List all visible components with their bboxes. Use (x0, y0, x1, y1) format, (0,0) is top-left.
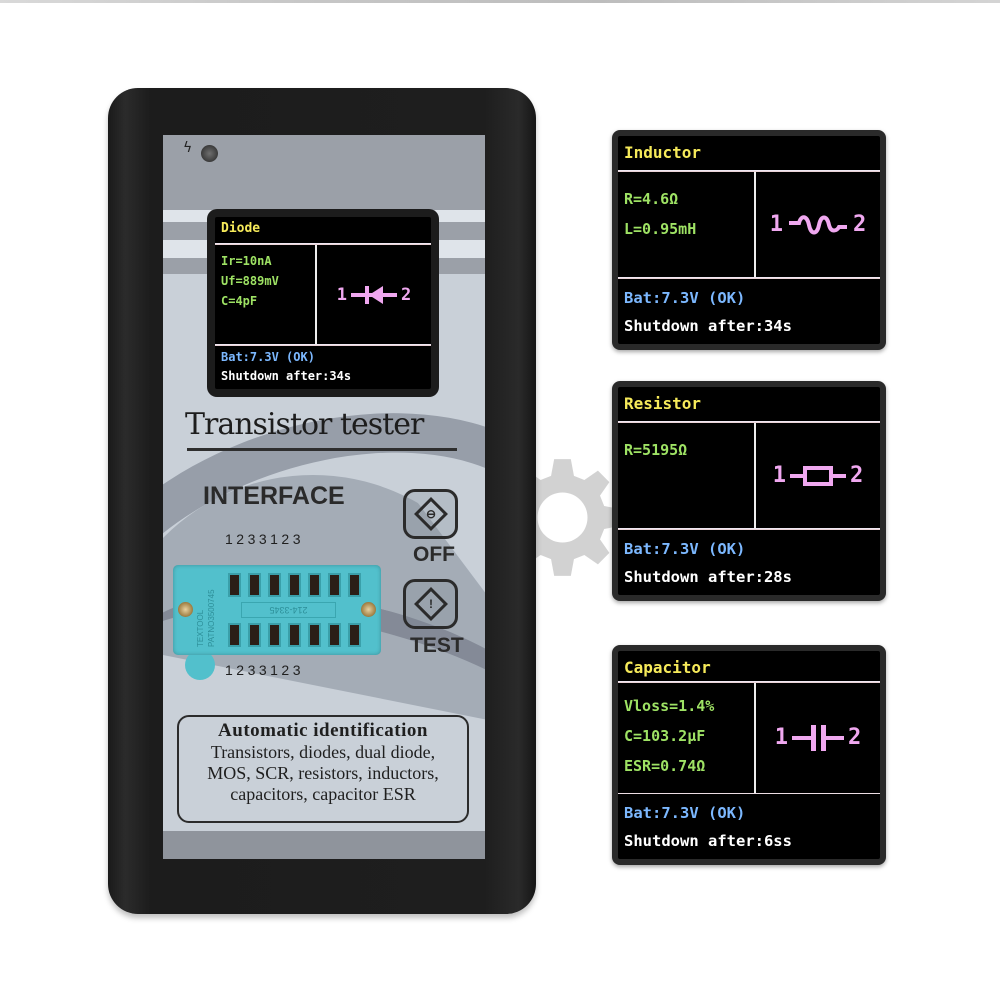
info-heading: Automatic identification (218, 720, 428, 741)
lcd-screen: Capacitor Vloss=1.4% C=103.2µF ESR=0.74Ω… (618, 651, 880, 859)
pin-2-label: 2 (850, 463, 864, 488)
measurement-values: R=5195Ω (618, 423, 754, 528)
off-button[interactable]: ⊖ (403, 489, 458, 539)
device-title: Transistor tester (185, 407, 424, 442)
screen-title: Resistor (624, 394, 702, 413)
automatic-identification-box: Automatic identification Transistors, di… (177, 715, 469, 823)
battery-status: Bat:7.3V (OK) (624, 804, 746, 822)
divider (215, 243, 431, 245)
divider (618, 681, 880, 683)
panel-bottom-band (163, 831, 485, 859)
top-edge-strip (0, 0, 1000, 3)
shutdown-timer: Shutdown after:28s (624, 568, 792, 586)
divider (618, 792, 880, 794)
socket-part-number: 214-3345 (241, 602, 336, 618)
value-uf: Uf=889mV (221, 274, 279, 288)
socket-side-text: TEXTOOL PATNO3500745 (196, 589, 216, 647)
capacitor-screen-card: Capacitor Vloss=1.4% C=103.2µF ESR=0.74Ω… (612, 645, 886, 865)
measurement-values: R=4.6Ω L=0.95mH (618, 172, 754, 277)
divider (618, 277, 880, 279)
lcd-screen: Resistor R=5195Ω 1 2 Bat:7.3V (OK) Shutd… (618, 387, 880, 595)
component-symbol: 1 2 (756, 172, 880, 277)
device-lcd-screen: Diode Ir=10nA Uf=889mV C=4pF 1 (215, 217, 431, 389)
battery-status: Bat:7.3V (OK) (624, 540, 746, 558)
pin-1-label: 1 (772, 463, 786, 488)
capacitor-symbol-icon (792, 724, 844, 751)
divider (754, 423, 756, 528)
socket-slots-bottom (228, 623, 361, 647)
status-led (201, 145, 218, 162)
test-button[interactable]: ! (403, 579, 458, 629)
divider (315, 245, 317, 344)
zif-test-socket[interactable]: TEXTOOL PATNO3500745 214-3345 (173, 565, 381, 655)
value-ir: Ir=10nA (221, 254, 272, 268)
measurement-values: Ir=10nA Uf=889mV C=4pF (215, 245, 315, 344)
value-l: L=0.95mH (624, 220, 697, 238)
screen-title: Capacitor (624, 658, 711, 677)
screw-icon (178, 602, 193, 617)
value-esr: ESR=0.74Ω (624, 756, 706, 775)
pin-labels-top: 1233123 (225, 531, 305, 547)
component-symbol: 1 2 (756, 683, 880, 793)
pin-1-label: 1 (774, 725, 788, 750)
resistor-symbol-icon (790, 465, 846, 486)
minus-in-diamond-icon: ⊖ (425, 507, 436, 521)
divider (215, 344, 431, 346)
divider (754, 682, 756, 793)
component-symbol: 1 2 (317, 245, 431, 344)
info-line: capacitors, capacitor ESR (230, 784, 416, 804)
device-front-panel: ϟ Diode Ir=10nA Uf=889mV C=4pF 1 (163, 135, 485, 859)
value-c: C=4pF (221, 294, 258, 308)
exclamation-in-diamond-icon: ! (428, 597, 433, 611)
pin-2-label: 2 (401, 284, 412, 305)
component-symbol: 1 2 (756, 423, 880, 528)
info-line: Transistors, diodes, dual diode, (210, 742, 436, 762)
interface-label: INTERFACE (203, 482, 345, 510)
divider (618, 170, 880, 172)
value-r: R=4.6Ω (624, 190, 679, 208)
value-vloss: Vloss=1.4% (624, 696, 715, 715)
lightning-bolt-icon: ϟ (183, 140, 193, 156)
measurement-values: Vloss=1.4% C=103.2µF ESR=0.74Ω (618, 683, 754, 793)
screw-icon (361, 602, 376, 617)
divider (754, 172, 756, 277)
transistor-tester-device: ϟ Diode Ir=10nA Uf=889mV C=4pF 1 (108, 88, 536, 914)
screen-title: Inductor (624, 143, 702, 162)
battery-status: Bat:7.3V (OK) (624, 289, 746, 307)
pin-labels-bottom: 1233123 (225, 662, 305, 678)
info-line: MOS, SCR, resistors, inductors, (207, 763, 439, 783)
resistor-screen-card: Resistor R=5195Ω 1 2 Bat:7.3V (OK) Shutd… (612, 381, 886, 601)
pin-1-label: 1 (769, 212, 783, 237)
pin-2-label: 2 (853, 212, 867, 237)
title-underline (187, 448, 457, 451)
battery-status: Bat:7.3V (OK) (221, 350, 315, 364)
socket-lever-knob[interactable] (185, 650, 215, 680)
test-button-label: TEST (410, 634, 464, 657)
shutdown-timer: Shutdown after:34s (221, 369, 352, 383)
pin-2-label: 2 (848, 725, 862, 750)
socket-slots-top (228, 573, 361, 597)
divider (618, 528, 880, 530)
device-lcd-bezel: Diode Ir=10nA Uf=889mV C=4pF 1 (207, 209, 439, 397)
panel-top-band (163, 135, 485, 210)
value-r: R=5195Ω (624, 441, 688, 459)
shutdown-timer: Shutdown after:6ss (624, 832, 792, 850)
divider (618, 421, 880, 423)
diode-symbol-icon (351, 285, 397, 304)
lcd-screen: Inductor R=4.6Ω L=0.95mH 1 2 Bat:7.3V (O… (618, 136, 880, 344)
inductor-symbol-icon (789, 214, 847, 234)
off-button-label: OFF (413, 543, 455, 566)
value-c: C=103.2µF (624, 726, 706, 745)
screen-title: Diode (221, 221, 261, 236)
pin-1-label: 1 (336, 284, 347, 305)
shutdown-timer: Shutdown after:34s (624, 317, 792, 335)
inductor-screen-card: Inductor R=4.6Ω L=0.95mH 1 2 Bat:7.3V (O… (612, 130, 886, 350)
